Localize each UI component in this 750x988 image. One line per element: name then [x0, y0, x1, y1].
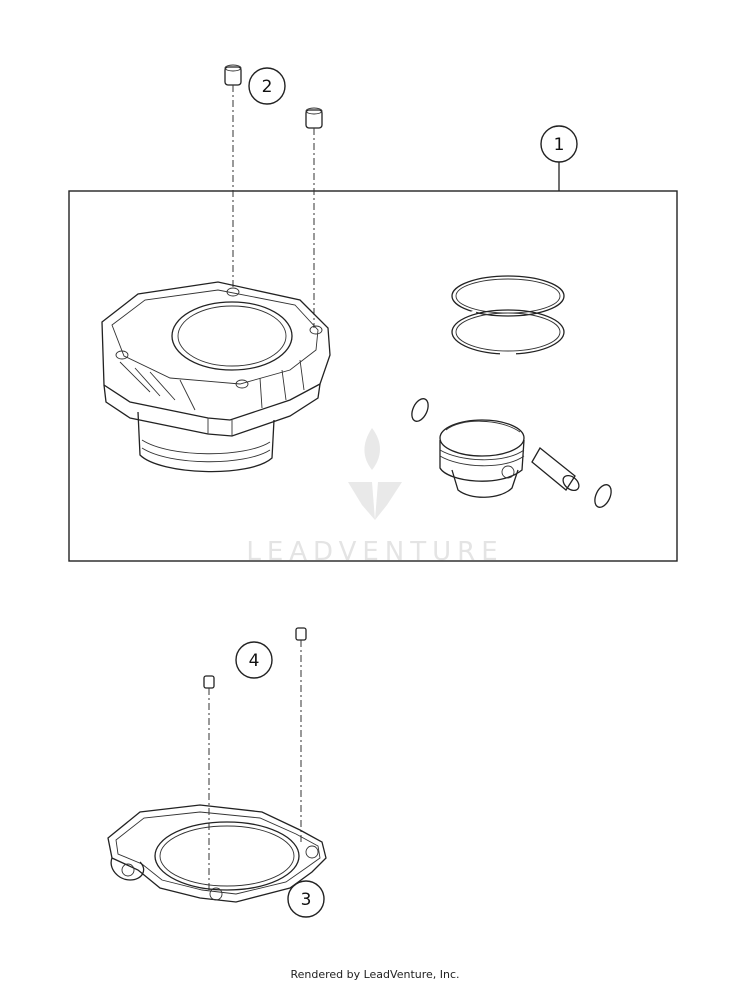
piston-ring-lower[interactable] — [451, 309, 565, 356]
callout-2-label: 2 — [262, 77, 273, 97]
callout-4[interactable]: 4 — [235, 641, 273, 679]
circlip-left[interactable] — [409, 396, 432, 424]
callout-1[interactable]: 1 — [540, 125, 578, 163]
callout-3-label: 3 — [301, 890, 312, 910]
cylinder-stud-left[interactable] — [224, 64, 242, 290]
cylinder-base-gasket[interactable] — [107, 804, 327, 903]
callout-2[interactable]: 2 — [248, 67, 286, 105]
gasket-bolt-right[interactable] — [295, 627, 307, 845]
piston-pin[interactable] — [531, 447, 582, 493]
cylinder-stud-right[interactable] — [305, 107, 323, 328]
footer-credit: Rendered by LeadVenture, Inc. — [290, 968, 460, 981]
callout-1-label: 1 — [554, 135, 565, 155]
callout-4-label: 4 — [249, 651, 260, 671]
piston[interactable] — [439, 419, 525, 498]
watermark-flame-logo — [348, 428, 402, 520]
circlip-right[interactable] — [592, 482, 615, 510]
kit-box — [68, 190, 678, 562]
watermark-text: LEADVENTURE — [246, 537, 503, 567]
gasket-bolt-left[interactable] — [203, 675, 215, 890]
cylinder[interactable] — [101, 281, 331, 473]
callout-3[interactable]: 3 — [287, 880, 325, 918]
watermark: LEADVENTURE — [246, 428, 503, 567]
